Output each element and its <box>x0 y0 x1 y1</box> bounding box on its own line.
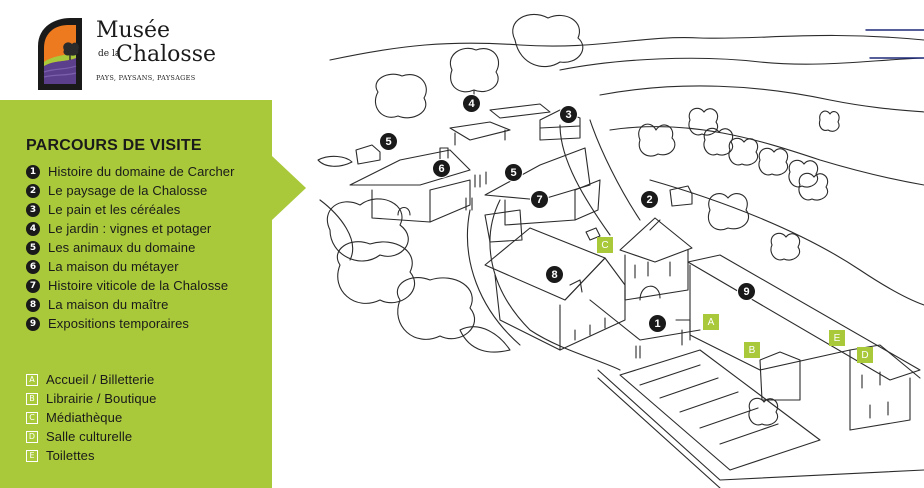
service-label: Médiathèque <box>46 410 123 425</box>
route-number-badge: 4 <box>26 221 40 236</box>
list-item: 5 Les animaux du domaine <box>26 238 235 257</box>
legend-panel-background <box>0 100 306 488</box>
list-item: 2 Le paysage de la Chalosse <box>26 181 235 200</box>
map-marker-7[interactable]: 7 <box>530 190 549 209</box>
map-marker-5-animals-left[interactable]: 5 <box>379 132 398 151</box>
route-stop-label: Les animaux du domaine <box>48 240 196 255</box>
service-letter-badge: B <box>26 392 38 405</box>
logo-title-line2: Chalosse <box>116 42 216 67</box>
map-marker-6[interactable]: 6 <box>432 159 451 178</box>
service-letter-badge: C <box>26 411 38 424</box>
service-letter-badge: D <box>26 430 38 443</box>
route-number-badge: 8 <box>26 297 40 312</box>
map-service-marker-d[interactable]: D <box>857 347 873 363</box>
map-marker-8[interactable]: 8 <box>545 265 564 284</box>
list-item: C Médiathèque <box>26 408 156 427</box>
list-item: 8 La maison du maître <box>26 295 235 314</box>
map-marker-9[interactable]: 9 <box>737 282 756 301</box>
list-item: D Salle culturelle <box>26 427 156 446</box>
service-label: Salle culturelle <box>46 429 133 444</box>
museum-logo: Musée de la Chalosse PAYS, PAYSANS, PAYS… <box>34 16 234 96</box>
legend-title: PARCOURS DE VISITE <box>26 137 202 154</box>
route-number-badge: 1 <box>26 164 40 179</box>
route-stop-label: Le paysage de la Chalosse <box>48 183 208 198</box>
list-item: 7 Histoire viticole de la Chalosse <box>26 276 235 295</box>
map-marker-2[interactable]: 2 <box>640 190 659 209</box>
route-stop-label: La maison du métayer <box>48 259 179 274</box>
logo-tagline: PAYS, PAYSANS, PAYSAGES <box>96 74 196 82</box>
route-number-badge: 9 <box>26 316 40 331</box>
route-number-badge: 7 <box>26 278 40 293</box>
route-number-badge: 3 <box>26 202 40 217</box>
map-service-marker-a[interactable]: A <box>703 314 719 330</box>
route-stop-label: Le pain et les céréales <box>48 202 181 217</box>
logo-title-line1: Musée <box>96 18 171 43</box>
map-marker-5-animals-right[interactable]: 5 <box>504 163 523 182</box>
service-label: Toilettes <box>46 448 95 463</box>
map-marker-1[interactable]: 1 <box>648 314 667 333</box>
route-stop-label: Histoire viticole de la Chalosse <box>48 278 229 293</box>
list-item: A Accueil / Billetterie <box>26 370 156 389</box>
route-stop-label: Expositions temporaires <box>48 316 190 331</box>
route-number-badge: 2 <box>26 183 40 198</box>
route-stop-label: Le jardin : vignes et potager <box>48 221 212 236</box>
list-item: 6 La maison du métayer <box>26 257 235 276</box>
visit-route-list: 1 Histoire du domaine de Carcher 2 Le pays… <box>26 162 235 333</box>
list-item: 9 Expositions temporaires <box>26 314 235 333</box>
logo-landscape-mark <box>38 18 82 90</box>
route-stop-label: La maison du maître <box>48 297 169 312</box>
list-item: E Toilettes <box>26 446 156 465</box>
map-marker-4[interactable]: 4 <box>462 94 481 113</box>
list-item: 3 Le pain et les céréales <box>26 200 235 219</box>
list-item: B Librairie / Boutique <box>26 389 156 408</box>
route-number-badge: 6 <box>26 259 40 274</box>
service-label: Librairie / Boutique <box>46 391 157 406</box>
legend-panel: PARCOURS DE VISITE 1 Histoire du domaine … <box>0 100 306 488</box>
route-stop-label: Histoire du domaine de Carcher <box>48 164 235 179</box>
service-letter-badge: E <box>26 449 38 462</box>
map-service-marker-e[interactable]: E <box>829 330 845 346</box>
map-service-marker-b[interactable]: B <box>744 342 760 358</box>
map-marker-3[interactable]: 3 <box>559 105 578 124</box>
list-item: 4 Le jardin : vignes et potager <box>26 219 235 238</box>
logo-title-small: de la <box>98 49 121 59</box>
service-label: Accueil / Billetterie <box>46 372 155 387</box>
list-item: 1 Histoire du domaine de Carcher <box>26 162 235 181</box>
map-service-marker-c[interactable]: C <box>597 237 613 253</box>
service-letter-badge: A <box>26 373 38 386</box>
services-list: A Accueil / Billetterie B Librairie / Bout… <box>26 370 156 465</box>
route-number-badge: 5 <box>26 240 40 255</box>
